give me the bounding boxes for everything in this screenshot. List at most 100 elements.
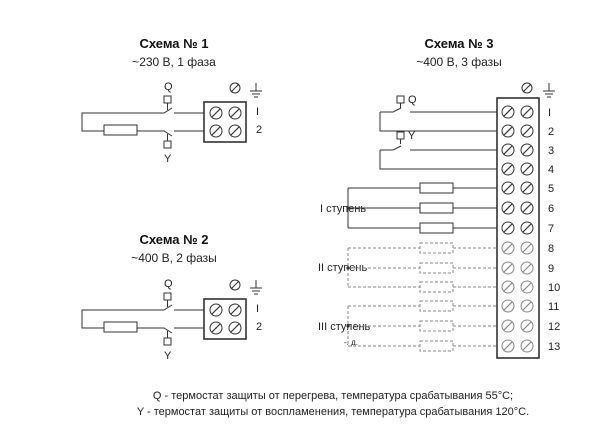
scheme-1-heater-element — [103, 124, 138, 136]
scheme-3-thermostat-y-sensor — [396, 131, 405, 140]
wire — [379, 150, 497, 170]
scheme-1-thermostat-y-sensor — [163, 140, 172, 149]
screw-slot — [522, 126, 532, 136]
screw-slot — [522, 223, 532, 233]
terminal-label-5: 5 — [548, 183, 555, 195]
legend-q: Q - термостат защиты от перегрева, темпе… — [152, 390, 514, 402]
screw-slot — [522, 243, 532, 253]
screw-slot — [211, 305, 221, 315]
screw-slot — [522, 321, 532, 331]
stage-3-heater-1 — [419, 300, 454, 312]
terminal-label-10: 10 — [548, 282, 561, 294]
scheme-1-subtitle: ~230 В, 1 фаза — [132, 55, 216, 69]
stage-1-heater-1 — [419, 182, 454, 194]
screw-slot — [230, 323, 240, 333]
screw-slot — [503, 145, 513, 155]
scheme-2-terminal-2: 2 — [256, 321, 263, 333]
screw-slot — [503, 341, 513, 351]
screw-slot — [211, 126, 221, 136]
terminal-label-1: I — [548, 107, 552, 119]
screw-slot — [503, 321, 513, 331]
wire — [379, 112, 497, 132]
screw-slot — [503, 183, 513, 193]
screw-slot — [211, 108, 221, 118]
screw-slot — [503, 164, 513, 174]
screw-slot — [522, 164, 532, 174]
scheme-2-screw-symbol-icon — [230, 280, 240, 290]
screw-slot — [522, 183, 532, 193]
screw-slot — [522, 341, 532, 351]
scheme-2-thermostat-q-sensor — [163, 292, 172, 301]
scheme-3-label-y: Y — [408, 130, 416, 142]
screw-slot — [522, 203, 532, 213]
stage-1-heater-3 — [419, 222, 454, 234]
scheme-1-terminal-2: 2 — [256, 124, 263, 136]
screw-slot — [230, 126, 240, 136]
screw-slot — [503, 243, 513, 253]
scheme-3-title: Схема № 3 — [424, 36, 494, 51]
screw-slot — [522, 145, 532, 155]
screw-slot — [230, 305, 240, 315]
scheme-1-label-y: Y — [164, 153, 172, 165]
scheme-1-terminal-1: I — [256, 106, 260, 118]
screw-slot — [503, 107, 513, 117]
scheme-1-title: Схема № 1 — [139, 36, 209, 51]
screw-slot — [522, 107, 532, 117]
scheme-1-screw-symbol-icon — [230, 83, 240, 93]
scheme-2-terminal-1: I — [256, 303, 260, 315]
scheme-2-thermostat-y-sensor — [163, 337, 172, 346]
terminal-label-2: 2 — [548, 126, 555, 138]
stage-3-heater-3 — [419, 340, 454, 352]
small-note: -. д. — [344, 338, 358, 347]
scheme-3-subtitle: ~400 В, 3 фазы — [416, 55, 502, 69]
terminal-label-11: 11 — [548, 301, 560, 313]
junction-dot — [346, 206, 350, 210]
junction-dot — [346, 324, 350, 328]
scheme-1-terminal-block — [203, 101, 247, 143]
scheme-3-label-q: Q — [408, 94, 417, 106]
terminal-label-9: 9 — [548, 263, 555, 275]
terminal-label-4: 4 — [548, 164, 555, 176]
scheme-3-screw-symbol-icon — [522, 83, 532, 93]
screw-slot — [503, 126, 513, 136]
junction-dot — [346, 266, 350, 270]
scheme-1-switch-q — [157, 107, 173, 114]
screw-slot — [211, 323, 221, 333]
screw-slot — [503, 223, 513, 233]
scheme-2-title: Схема № 2 — [139, 232, 209, 247]
screw-slot — [230, 108, 240, 118]
scheme-2-subtitle: ~400 В, 2 фазы — [131, 251, 217, 265]
screw-slot — [522, 263, 532, 273]
switch-q — [380, 107, 402, 113]
scheme-1-switch-y — [157, 130, 173, 137]
screw-slot — [522, 301, 532, 311]
terminal-label-12: 12 — [548, 321, 561, 333]
stage-2-heater-1 — [419, 242, 454, 254]
scheme-3-thermostat-q-sensor — [396, 95, 405, 104]
switch-y — [380, 145, 402, 151]
stage-3-heater-2 — [419, 320, 454, 332]
stage-2-heater-2 — [419, 262, 454, 274]
screw-slot — [503, 203, 513, 213]
terminal-label-6: 6 — [548, 203, 555, 215]
stage-3-label: III ступень — [318, 321, 371, 333]
scheme-2-switch-q — [157, 304, 173, 311]
screw-slot — [503, 301, 513, 311]
scheme-2-heater-element — [103, 321, 138, 333]
scheme-1-thermostat-q-sensor — [163, 95, 172, 104]
scheme-2-label-y: Y — [164, 350, 172, 362]
screw-slot — [522, 282, 532, 292]
scheme-2-terminal-block — [203, 298, 247, 340]
screw-slot — [503, 282, 513, 292]
stage-2-heater-3 — [419, 281, 454, 293]
scheme-2-label-q: Q — [164, 278, 173, 290]
stage-1-heater-2 — [419, 202, 454, 214]
scheme-2-switch-y — [157, 327, 173, 334]
terminal-label-13: 13 — [548, 341, 561, 353]
legend-y: Y - термостат защиты от воспламенения, т… — [136, 406, 530, 418]
screw-slot — [503, 263, 513, 273]
terminal-label-7: 7 — [548, 223, 555, 235]
terminal-label-3: 3 — [548, 145, 555, 157]
stage-2-label: II ступень — [318, 262, 368, 274]
